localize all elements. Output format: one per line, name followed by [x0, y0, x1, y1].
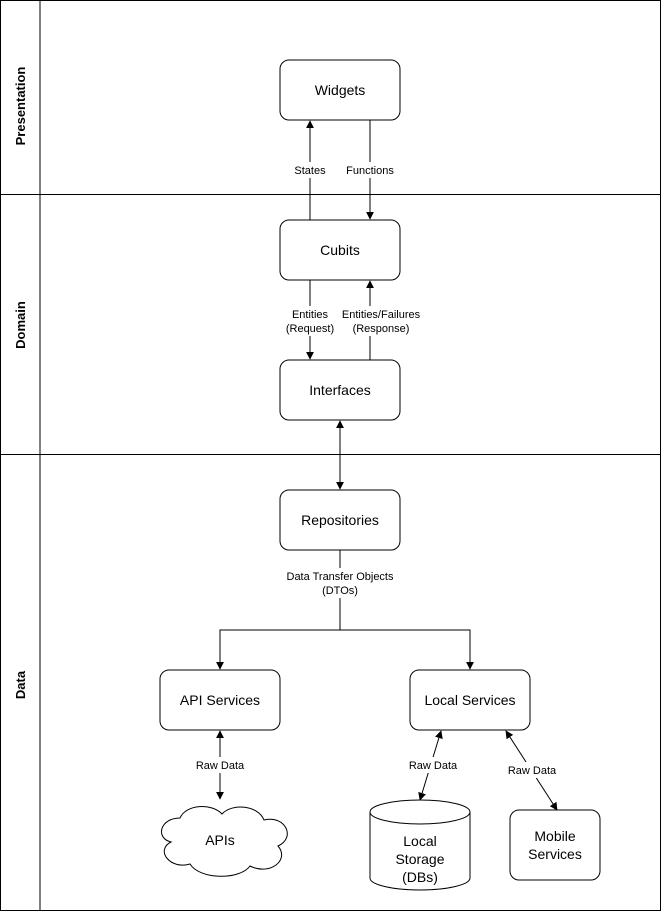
edge-raw-data-mobile: Raw Data: [505, 730, 559, 811]
edge-entities-failures-label-2: (Response): [353, 323, 410, 335]
node-api-services[interactable]: API Services: [159, 669, 281, 731]
edge-raw-data-api-label: Raw Data: [196, 760, 245, 772]
edge-entities-request-label-2: (Request): [286, 323, 334, 335]
edge-raw-data-storage: Raw Data: [406, 730, 460, 801]
edge-functions: Functions: [344, 120, 396, 220]
node-interfaces[interactable]: Interfaces: [279, 359, 401, 421]
lane-data-label: Data: [13, 670, 28, 699]
edge-states-label: States: [294, 165, 326, 177]
edge-states: States: [292, 120, 328, 220]
node-widgets-label: Widgets: [315, 82, 366, 98]
node-widgets[interactable]: Widgets: [279, 59, 401, 121]
edge-entities-request-label-1: Entities: [292, 309, 329, 321]
node-local-storage-label-1: Local: [403, 833, 436, 849]
edge-raw-data-mobile-label: Raw Data: [508, 765, 557, 777]
node-repositories[interactable]: Repositories: [279, 489, 401, 551]
edge-functions-label: Functions: [346, 165, 394, 177]
node-cubits[interactable]: Cubits: [279, 219, 401, 281]
node-local-storage-cylinder[interactable]: Local Storage (DBs): [369, 799, 471, 891]
node-local-storage-label-2: Storage: [395, 851, 444, 867]
lane-domain-label: Domain: [13, 301, 28, 349]
node-interfaces-label: Interfaces: [309, 382, 370, 398]
node-cubits-label: Cubits: [320, 242, 360, 258]
node-local-services[interactable]: Local Services: [409, 669, 531, 731]
edge-entities-failures-response: Entities/Failures (Response): [339, 280, 423, 360]
edge-raw-data-api: Raw Data: [194, 730, 246, 800]
node-apis-label: APIs: [205, 832, 235, 848]
node-mobile-services[interactable]: Mobile Services: [509, 809, 601, 881]
edge-dtos-label-1: Data Transfer Objects: [287, 571, 394, 583]
node-api-services-label: API Services: [180, 692, 260, 708]
node-mobile-services-label-2: Services: [528, 846, 582, 862]
node-repositories-label: Repositories: [301, 512, 379, 528]
edge-raw-data-storage-label: Raw Data: [409, 760, 458, 772]
node-local-storage-label-3: (DBs): [402, 869, 438, 885]
node-apis-cloud[interactable]: APIs: [161, 806, 288, 877]
node-local-services-label: Local Services: [424, 692, 515, 708]
lane-presentation-label: Presentation: [13, 67, 28, 146]
lane-data: Data: [0, 454, 661, 911]
node-mobile-services-label-1: Mobile: [534, 828, 575, 844]
edge-entities-request: Entities (Request): [284, 280, 336, 360]
edge-entities-failures-label-1: Entities/Failures: [342, 309, 421, 321]
edge-dtos: Data Transfer Objects (DTOs): [216, 550, 474, 670]
edge-dtos-label-2: (DTOs): [322, 585, 358, 597]
